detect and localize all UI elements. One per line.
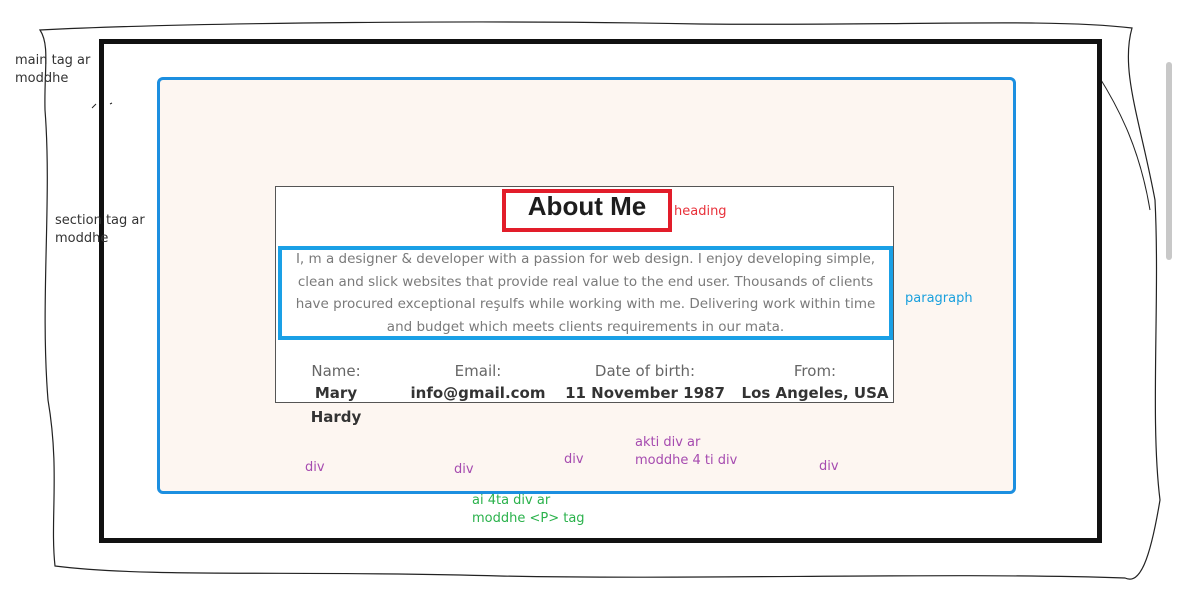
note-heading: heading bbox=[674, 204, 727, 219]
info-value: 11 November 1987 bbox=[565, 384, 725, 402]
note-line: ai 4ta div ar bbox=[472, 493, 551, 508]
info-name: Name: Mary Hardy bbox=[289, 361, 383, 429]
about-card bbox=[275, 186, 894, 403]
note-line: main tag ar bbox=[15, 53, 91, 68]
note-line: moddhe 4 ti div bbox=[635, 453, 738, 468]
about-heading: About Me bbox=[527, 191, 647, 221]
note-line: akti div ar bbox=[635, 435, 701, 450]
note-line: section tag ar bbox=[55, 213, 145, 228]
note-line: moddhe bbox=[55, 231, 109, 246]
info-dob: Date of birth: 11 November 1987 bbox=[559, 361, 731, 405]
note-section: section tag ar moddhe bbox=[55, 212, 145, 248]
vertical-scrollbar[interactable] bbox=[1166, 62, 1172, 260]
main-tag-box bbox=[99, 39, 1102, 543]
about-paragraph: I, m a designer & developer with a passi… bbox=[295, 251, 876, 335]
note-line: moddhe bbox=[15, 71, 69, 86]
note-div-3: div bbox=[564, 452, 584, 467]
info-label: Email: bbox=[454, 362, 502, 380]
note-div-2: div bbox=[454, 462, 474, 477]
info-from: From: Los Angeles, USA bbox=[731, 361, 899, 405]
outer-scribble bbox=[38, 21, 1161, 580]
note-line: moddhe <P> tag bbox=[472, 511, 585, 526]
info-label: Date of birth: bbox=[594, 362, 696, 380]
info-value: info@gmail.com bbox=[410, 384, 546, 402]
info-value: Mary Hardy bbox=[310, 384, 362, 426]
note-wrapper: akti div ar moddhe 4 ti div bbox=[635, 434, 737, 470]
heading-outline bbox=[502, 189, 672, 232]
note-div-1: div bbox=[305, 460, 325, 475]
info-email: Email: info@gmail.com bbox=[397, 361, 559, 405]
paragraph-outline bbox=[278, 246, 893, 340]
info-label: Name: bbox=[311, 362, 361, 380]
info-label: From: bbox=[793, 362, 837, 380]
note-div-4: div bbox=[819, 459, 839, 474]
info-value: Los Angeles, USA bbox=[741, 384, 889, 402]
note-paragraph: paragraph bbox=[905, 291, 973, 306]
note-p-tag: ai 4ta div ar moddhe <P> tag bbox=[472, 492, 585, 528]
note-main: main tag ar moddhe bbox=[15, 52, 90, 88]
